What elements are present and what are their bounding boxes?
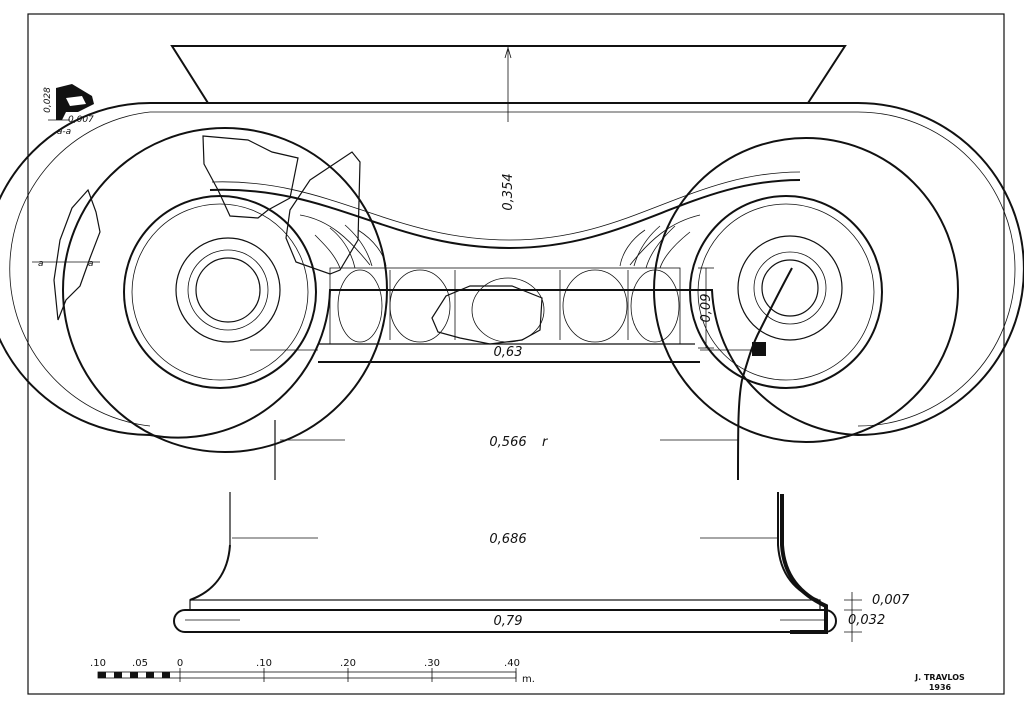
fragment-left	[202, 135, 299, 219]
section-vertical-value: 0,028	[43, 87, 53, 113]
volute-band-inner-left	[9, 111, 151, 427]
abacus	[170, 45, 847, 104]
scale-tick-label: .10	[256, 658, 272, 669]
section-marker-left: a	[38, 259, 44, 269]
scale-tick-label: .30	[424, 658, 440, 669]
scale-tick-label: .10	[90, 658, 106, 669]
neck-mark: r	[542, 435, 549, 450]
profile-block	[752, 342, 766, 356]
drawing-frame	[27, 13, 1005, 695]
signature-name: J. TRAVLOS	[914, 673, 965, 682]
fragment-echinus	[431, 285, 543, 345]
fillet-height-dim: 0,007	[872, 593, 910, 608]
fillet	[189, 599, 821, 611]
volute-height-dim: 0,09	[699, 294, 714, 323]
echinus-band	[329, 267, 681, 345]
echinus-width-dim: 0,63	[494, 345, 523, 360]
canalis-lower	[209, 179, 801, 250]
scale-tick-label: .05	[132, 658, 148, 669]
volute-band-inner-right	[150, 111, 1016, 427]
canalis-upper	[211, 171, 801, 241]
right-volute	[653, 137, 959, 443]
left-volute	[62, 127, 388, 453]
apophyge-left	[189, 544, 231, 601]
profile-base-section	[780, 494, 828, 634]
dimension-leaders	[185, 267, 862, 642]
scale-tick-label: 0	[177, 658, 183, 669]
scale-unit: m.	[522, 674, 535, 685]
right-palmette	[619, 214, 701, 269]
signature-year: 1936	[929, 683, 952, 692]
abacus-height-dim: 0,354	[501, 173, 516, 210]
section-horizontal-value: 0,007	[68, 115, 94, 125]
scale-bar: .10 .05 0 .10 .20 .30 .40 m.	[90, 658, 535, 685]
neck-width-dim: 0,566	[489, 435, 526, 450]
fragment-mid	[285, 151, 361, 275]
shaft-width-dim: 0,686	[489, 532, 526, 547]
torus-height-dim: 0,032	[848, 613, 885, 628]
fragment-volute	[53, 188, 101, 321]
scale-tick-label: .40	[504, 658, 520, 669]
section-detail: 0,028 0,007 a-a	[43, 84, 94, 137]
section-marker-right: a	[88, 259, 94, 269]
profile-section	[737, 267, 793, 481]
axis-arrow	[504, 46, 512, 59]
scale-tick-label: .20	[340, 658, 356, 669]
egg-and-dart	[337, 269, 680, 343]
base-width-dim: 0,79	[494, 614, 523, 629]
left-palmette	[299, 214, 387, 269]
section-label: a-a	[57, 127, 71, 137]
